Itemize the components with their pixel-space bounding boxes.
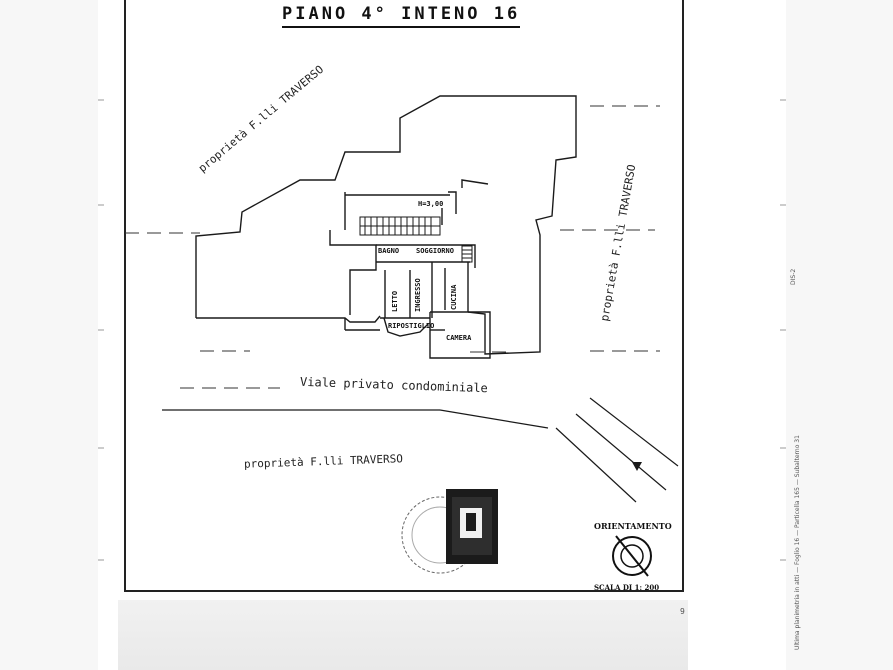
room-bagno: BAGNO <box>378 247 400 255</box>
orientation-heading: ORIENTAMENTO <box>594 521 672 531</box>
page-mark: 9 <box>680 607 685 616</box>
paper-sheet <box>98 0 786 670</box>
room-cucina: CUCINA <box>450 284 458 310</box>
margin-vertical-note: Ultima planimetria in atti — Foglio 16 —… <box>794 435 801 650</box>
bottom-margin <box>118 600 688 670</box>
room-letto: LETTO <box>391 290 399 312</box>
drawing-frame <box>124 0 684 592</box>
room-ingresso: INGRESSO <box>414 278 422 312</box>
margin-mark: DIS-2 <box>790 268 797 285</box>
room-soggiorno: SOGGIORNO <box>416 247 454 255</box>
room-camera: CAMERA <box>446 334 472 342</box>
page-title: PIANO 4° INTENO 16 <box>282 4 521 28</box>
ceiling-height-label: H=3,00 <box>418 200 444 208</box>
room-ripostiglio: RIPOSTIGLIO <box>388 322 435 330</box>
scale-label: SCALA DI 1: 200 <box>594 583 660 592</box>
